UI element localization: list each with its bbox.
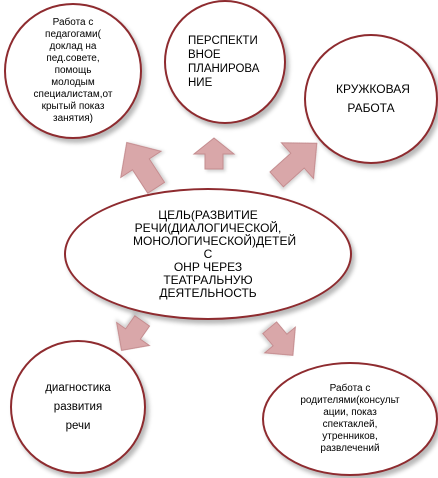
arrow-to-diagnostics bbox=[115, 315, 151, 351]
arrow-to-teachers bbox=[120, 141, 166, 194]
node-speech-diagnostics-label: диагностика развития речи bbox=[45, 381, 111, 432]
node-speech-diagnostics: диагностика развития речи bbox=[10, 340, 146, 474]
node-long-term-planning: ПЕРСПЕКТИ ВНОЕ ПЛАНИРОВА НИЕ bbox=[164, 0, 286, 124]
arrow-to-circle-work bbox=[269, 142, 318, 188]
node-work-with-teachers-label: Работа с педагогами( доклад на пед.совет… bbox=[33, 17, 113, 124]
node-long-term-planning-label: ПЕРСПЕКТИ ВНОЕ ПЛАНИРОВА НИЕ bbox=[188, 35, 260, 89]
node-work-with-teachers: Работа с педагогами( доклад на пед.совет… bbox=[4, 3, 142, 139]
arrow-to-planning bbox=[192, 137, 236, 170]
node-work-with-parents: Работа с родителями(консульт ации, показ… bbox=[262, 362, 438, 476]
node-central-goal: ЦЕЛЬ(РАЗВИТИЕ РЕЧИ(ДИАЛОГИЧЕСКОЙ, МОНОЛО… bbox=[64, 188, 352, 320]
node-central-goal-label: ЦЕЛЬ(РАЗВИТИЕ РЕЧИ(ДИАЛОГИЧЕСКОЙ, МОНОЛО… bbox=[133, 207, 297, 300]
arrow-to-parents bbox=[262, 321, 296, 356]
node-circle-work: КРУЖКОВАЯ РАБОТА bbox=[304, 34, 438, 164]
node-circle-work-label: КРУЖКОВАЯ РАБОТА bbox=[336, 82, 410, 115]
node-work-with-parents-label: Работа с родителями(консульт ации, показ… bbox=[300, 383, 400, 454]
